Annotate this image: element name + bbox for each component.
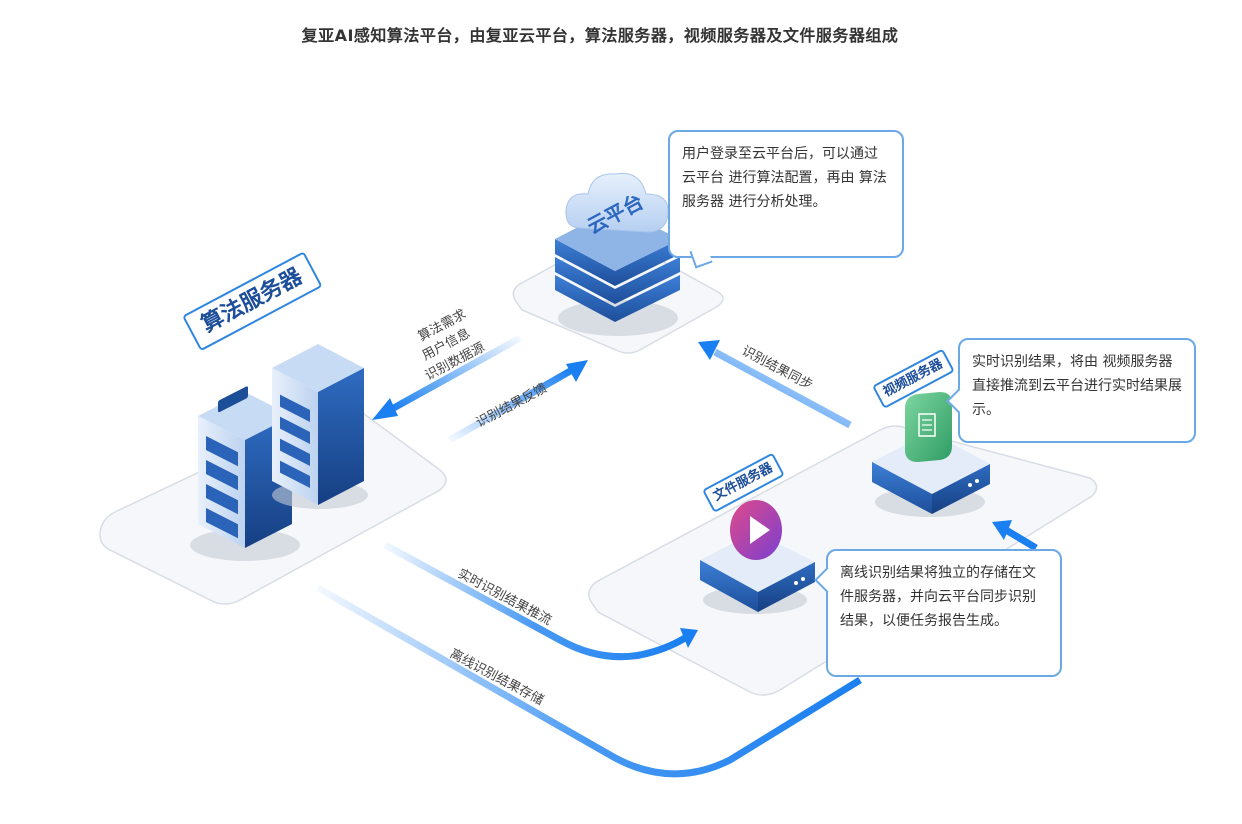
play-icon <box>730 500 782 560</box>
algo-server-rack-right <box>272 344 368 509</box>
file-note-bubble: 离线识别结果将独立的存储在文件服务器，并向云平台同步识别结果，以便任务报告生成。 <box>814 549 1062 677</box>
cloud-note-text: 用户登录至云平台后，可以通过 云平台 进行算法配置，再由 算法服务器 进行分析处… <box>682 146 887 210</box>
arrow-file-to-video <box>992 520 1038 552</box>
file-server <box>700 500 815 614</box>
cloud-icon <box>565 172 669 233</box>
algo-server-rack-left <box>190 386 300 561</box>
file-note-text: 离线识别结果将独立的存储在文件服务器，并向云平台同步识别结果，以便任务报告生成。 <box>840 565 1036 629</box>
arrow-realtime-push <box>383 541 698 661</box>
cloud-note-bubble: 用户登录至云平台后，可以通过 云平台 进行算法配置，再由 算法服务器 进行分析处… <box>668 130 904 269</box>
document-icon <box>905 392 952 462</box>
arrow-cloud-to-algo <box>372 334 522 420</box>
arrow-video-to-cloud <box>698 340 852 429</box>
video-note-bubble: 实时识别结果，将由 视频服务器 直接推流到云平台进行实时结果展示。 <box>946 338 1196 443</box>
video-server <box>872 392 990 517</box>
arrow-algo-to-cloud <box>448 360 588 444</box>
video-note-text: 实时识别结果，将由 视频服务器 直接推流到云平台进行实时结果展示。 <box>972 354 1182 418</box>
cloud-server <box>555 172 680 336</box>
page-title: 复亚AI感知算法平台，由复亚云平台，算法服务器，视频服务器及文件服务器组成 <box>301 26 899 45</box>
arrow-offline-store <box>316 584 862 778</box>
